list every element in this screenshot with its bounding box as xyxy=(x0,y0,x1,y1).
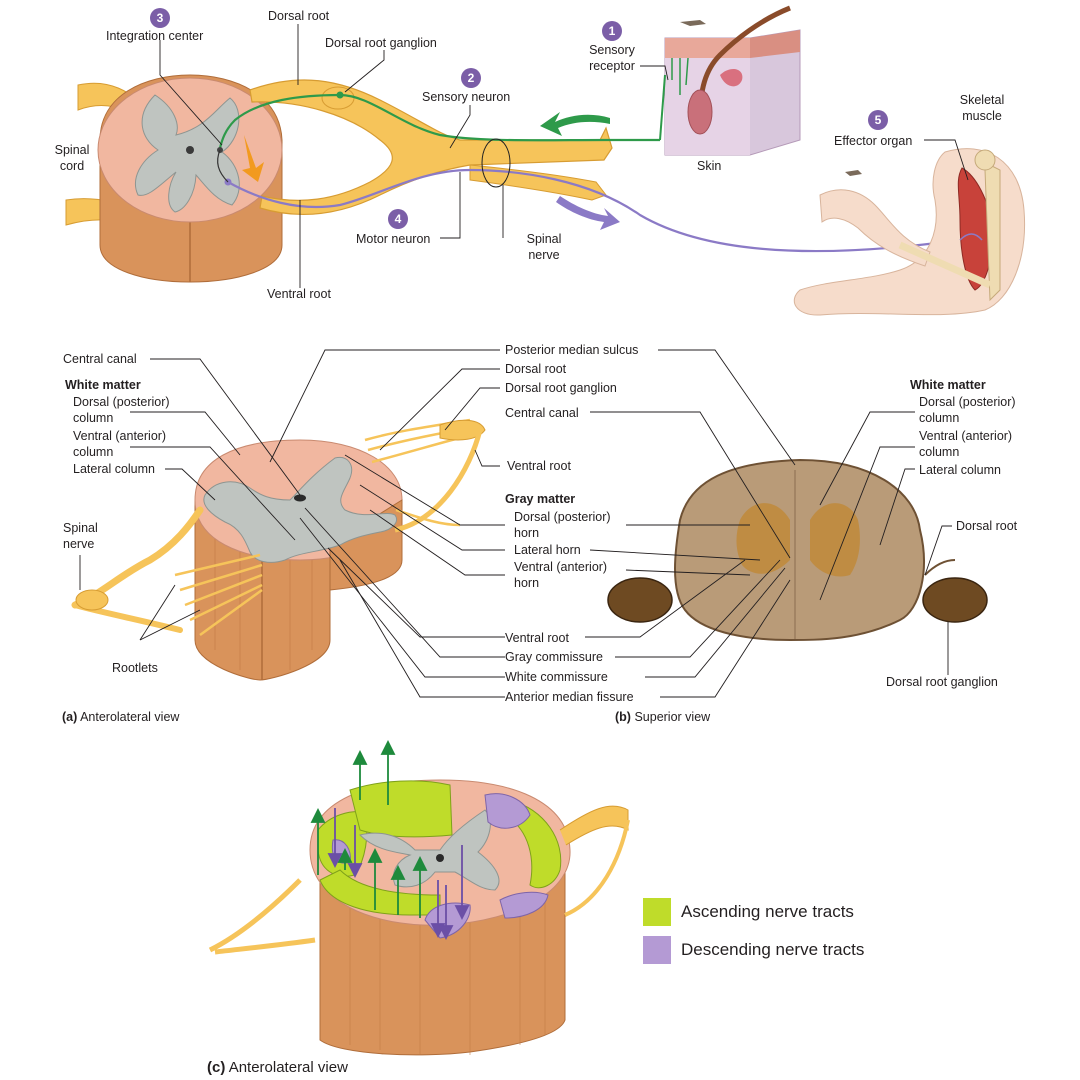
dorsal-root-label-mid: Dorsal root xyxy=(505,362,567,376)
motor-neuron-label: Motor neuron xyxy=(356,232,431,246)
step-badge-3: 3 xyxy=(150,8,170,28)
spinal-cord-label-top: Spinal cord xyxy=(54,143,90,173)
dorsal-column-label-a: Dorsal (posterior) column xyxy=(73,395,170,425)
dorsal-root-label-b: Dorsal root xyxy=(956,519,1018,533)
step-badge-1: 1 xyxy=(602,21,622,41)
rootlets-label: Rootlets xyxy=(112,661,158,675)
ventral-column-label-b: Ventral (anterior) column xyxy=(919,429,1013,459)
central-canal-label-mid: Central canal xyxy=(505,406,579,420)
legend-descending-label: Descending nerve tracts xyxy=(681,940,865,959)
descending-arrows xyxy=(327,808,470,941)
integration-center-label: Integration center xyxy=(106,29,204,43)
caption-c: (c) Anterolateral view xyxy=(207,1059,348,1076)
ascending-arrows xyxy=(310,739,428,918)
white-matter-header-b: White matter xyxy=(910,378,986,392)
caption-a-letter: (a) xyxy=(62,710,78,724)
dorsal-column-label-b: Dorsal (posterior) column xyxy=(919,395,1016,425)
gray-commissure-label: Gray commissure xyxy=(505,650,603,664)
skin-label: Skin xyxy=(697,159,722,173)
caption-a: (a) Anterolateral view xyxy=(62,710,179,724)
posterior-median-sulcus-label: Posterior median sulcus xyxy=(505,343,639,357)
ventral-column-label-a: Ventral (anterior) column xyxy=(73,429,167,459)
panel-b-micrograph xyxy=(607,458,988,642)
white-matter-header-a: White matter xyxy=(65,378,141,392)
lateral-column-label-a: Lateral column xyxy=(73,462,155,476)
caption-a-text: Anterolateral view xyxy=(80,710,180,724)
dorsal-root-ganglion-label-mid: Dorsal root ganglion xyxy=(505,381,617,395)
panel-c-illustration xyxy=(208,739,630,1056)
ventral-root-label-mid: Ventral root xyxy=(507,459,571,473)
step-badge-4: 4 xyxy=(388,209,408,229)
caption-b-letter: (b) xyxy=(615,710,631,724)
reflex-arc-illustration xyxy=(65,5,1026,316)
ventral-horn-label: Ventral (anterior) horn xyxy=(514,560,608,590)
leader-lines xyxy=(79,24,969,698)
spinal-nerve-label-top: Spinal nerve xyxy=(526,232,562,262)
step-badge-5: 5 xyxy=(868,110,888,130)
central-canal-label-a: Central canal xyxy=(63,352,137,366)
sensory-neuron-label: Sensory neuron xyxy=(422,90,511,104)
skeletal-muscle-label: Skeletal muscle xyxy=(959,93,1005,123)
lateral-horn-label: Lateral horn xyxy=(514,543,581,557)
legend-ascending-swatch xyxy=(643,898,671,926)
sensory-receptor-label: Sensory receptor xyxy=(589,43,635,73)
caption-c-text: Anterolateral view xyxy=(228,1059,348,1076)
legend-descending-swatch xyxy=(643,936,671,964)
dorsal-horn-label: Dorsal (posterior) horn xyxy=(514,510,611,540)
legend-ascending-label: Ascending nerve tracts xyxy=(681,902,854,921)
caption-c-letter: (c) xyxy=(207,1059,226,1076)
legend-ascending: Ascending nerve tracts xyxy=(643,898,854,926)
white-commissure-label: White commissure xyxy=(505,670,608,684)
effector-organ-label: Effector organ xyxy=(834,134,913,148)
dorsal-root-ganglion-label-top: Dorsal root ganglion xyxy=(325,36,437,50)
dorsal-root-ganglion-label-b: Dorsal root ganglion xyxy=(886,675,998,689)
anterior-median-fissure-label: Anterior median fissure xyxy=(505,690,634,704)
panel-a-illustration xyxy=(71,418,486,681)
caption-b: (b) Superior view xyxy=(615,710,710,724)
ventral-root-label-top: Ventral root xyxy=(267,287,331,301)
step-badge-2: 2 xyxy=(461,68,481,88)
legend-descending: Descending nerve tracts xyxy=(643,936,864,964)
dorsal-root-label-top: Dorsal root xyxy=(268,9,330,23)
ventral-root-label-lower: Ventral root xyxy=(505,631,569,645)
spinal-nerve-label-a: Spinal nerve xyxy=(63,521,98,551)
gray-matter-header: Gray matter xyxy=(505,492,576,506)
lateral-column-label-b: Lateral column xyxy=(919,463,1001,477)
caption-b-text: Superior view xyxy=(634,710,711,724)
